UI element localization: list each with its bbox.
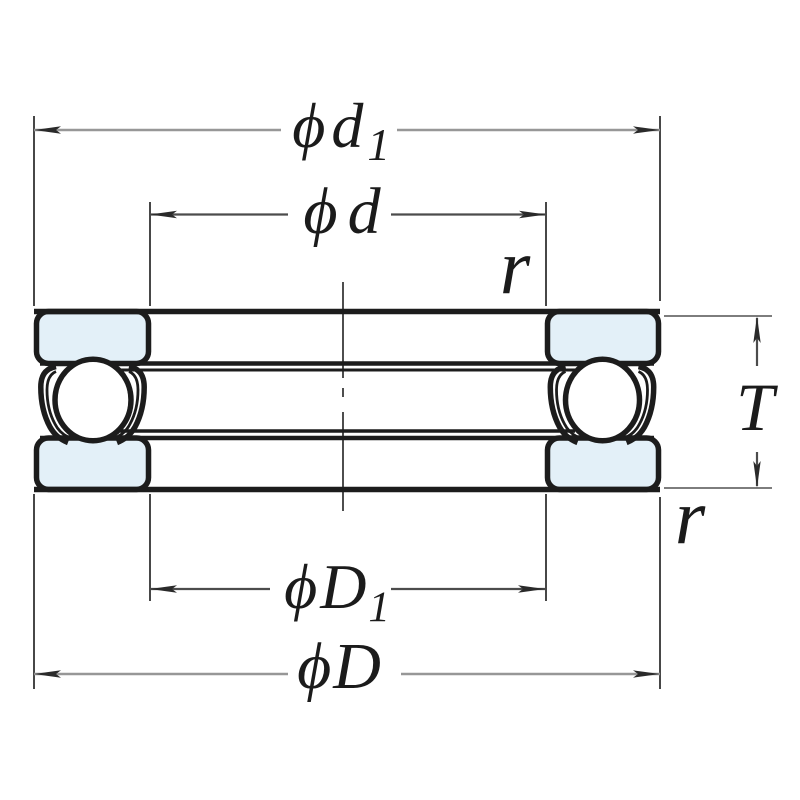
svg-text:r: r [675,473,706,560]
svg-text:T: T [736,369,778,445]
svg-text:ϕD: ϕD [297,630,381,703]
svg-text:r: r [500,223,531,310]
